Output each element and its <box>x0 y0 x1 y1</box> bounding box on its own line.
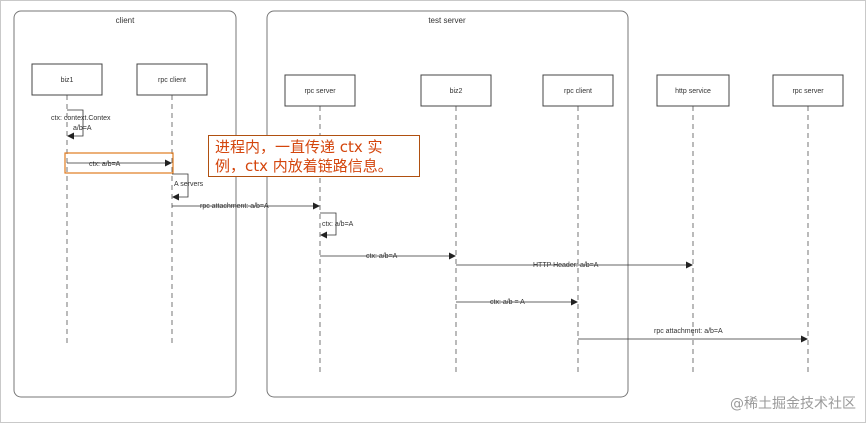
callout-line-2: 例，ctx 内放着链路信息。 <box>215 157 393 175</box>
self-context-label-line1: ctx: context.Contex <box>51 115 111 122</box>
biz2-to-rpc-client-label: ctx: a/b = A <box>490 299 525 306</box>
participant-box-biz1 <box>31 63 103 96</box>
group-box-client <box>13 10 237 398</box>
watermark: @稀土掘金技术社区 <box>730 396 856 412</box>
participant-box-biz2 <box>420 74 492 107</box>
self-arrow-rpc-client-1 <box>172 173 189 201</box>
participant-box-http-service <box>656 74 730 107</box>
group-title-client: client <box>116 16 135 25</box>
participant-box-rpc-client-2 <box>542 74 614 107</box>
rpc-attachment-2-label: rpc attachment: a/b=A <box>654 328 723 335</box>
annotation-callout: 进程内，一直传递 ctx 实 例，ctx 内放着链路信息。 <box>208 135 420 177</box>
participant-label-biz1: biz1 <box>61 77 74 84</box>
biz1-to-rpc-client-label: ctx: a/b=A <box>89 161 121 168</box>
self-arrow-biz1 <box>67 109 84 140</box>
callout-line-1: 进程内，一直传递 ctx 实 <box>215 138 383 156</box>
group-box-test-server <box>266 10 629 398</box>
participant-label-http-service: http service <box>675 88 711 95</box>
participant-label-rpc-server-2: rpc server <box>792 88 824 95</box>
rpc-attachment-1-label: rpc attachment: a/b=A <box>200 203 269 210</box>
participant-label-rpc-server-1: rpc server <box>304 88 336 95</box>
highlight-box <box>64 152 174 174</box>
http-header-label: HTTP Header: a/b=A <box>533 262 599 269</box>
self-arrow-rpc-server-1 <box>320 212 337 239</box>
rpc-server-self-label: ctx: a/b=A <box>322 221 354 228</box>
participant-label-biz2: biz2 <box>450 88 463 95</box>
participant-box-rpc-client-1 <box>136 63 208 96</box>
a-servers-label: A servers <box>174 181 204 188</box>
participant-box-rpc-server-1 <box>284 74 356 107</box>
participant-label-rpc-client-2: rpc client <box>564 88 592 95</box>
group-title-test-server: test server <box>428 16 466 25</box>
rpc-server-to-biz2-label: ctx: a/b=A <box>366 253 398 260</box>
self-context-label-line2: a/b=A <box>73 125 92 132</box>
participant-label-rpc-client-1: rpc client <box>158 77 186 84</box>
participant-box-rpc-server-2 <box>772 74 844 107</box>
